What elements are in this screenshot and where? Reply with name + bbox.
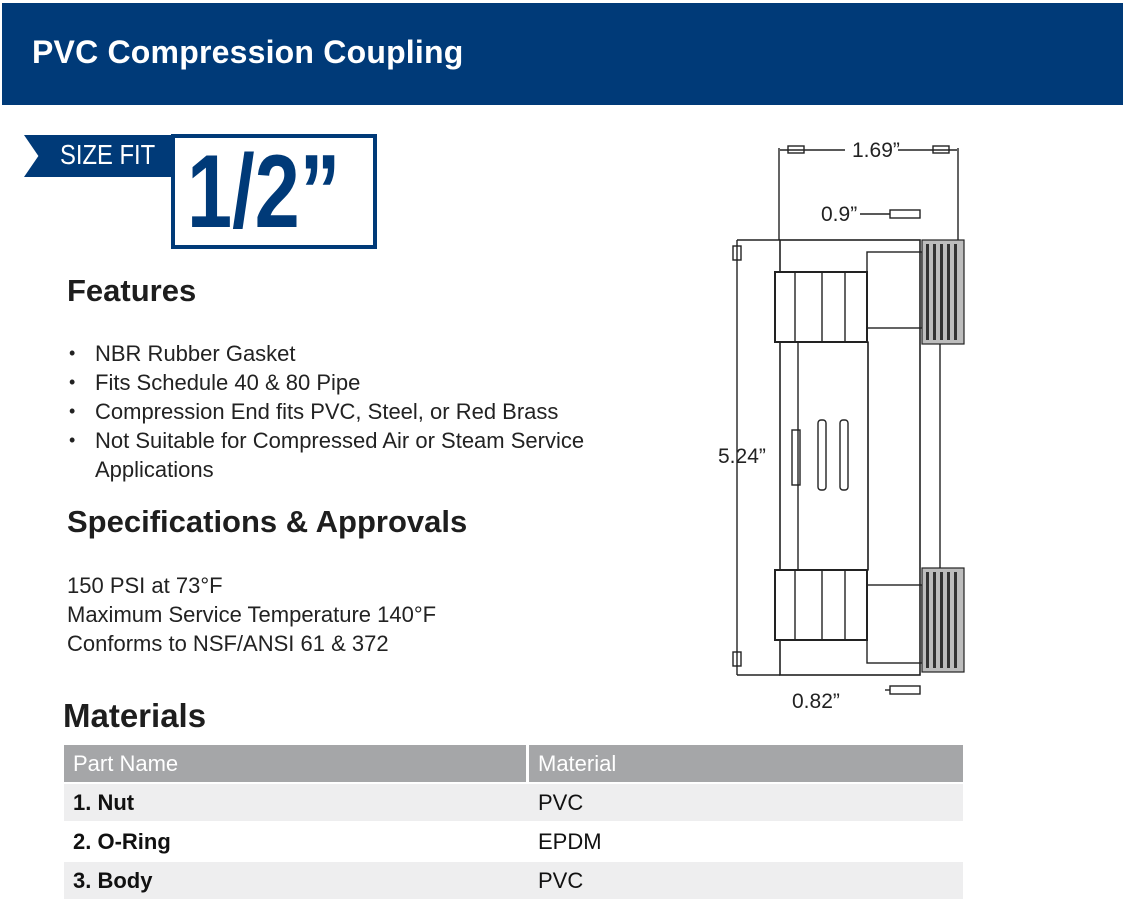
arrow-head	[787, 145, 805, 154]
arrow-head	[932, 145, 950, 154]
dimension-length: 5.24”	[718, 445, 766, 468]
size-fit-label: SIZE FIT	[60, 139, 156, 170]
material-cell: PVC	[538, 790, 584, 815]
size-fit-ribbon: SIZE FIT	[24, 135, 184, 177]
lower-nut	[774, 569, 868, 641]
coupling-dimension-diagram: 1.69” 0.9” 5.24” 0.82”	[718, 139, 965, 713]
feature-item: Fits Schedule 40 & 80 Pipe	[67, 368, 655, 397]
part-name-cell: 2. O-Ring	[73, 829, 171, 854]
feature-item: Compression End fits PVC, Steel, or Red …	[67, 397, 655, 426]
features-heading: Features	[67, 273, 197, 308]
column-header-part-name: Part Name	[64, 745, 526, 782]
knurled-grip-upper	[921, 239, 965, 345]
lower-end	[866, 584, 923, 664]
spec-line: Conforms to NSF/ANSI 61 & 372	[67, 631, 389, 656]
feature-item: Not Suitable for Compressed Air or Steam…	[67, 426, 655, 484]
arrow-head	[732, 245, 742, 261]
size-value: 1/2”	[187, 134, 341, 250]
arrow-head	[889, 685, 921, 695]
part-name-cell: 3. Body	[73, 868, 153, 893]
specifications-heading: Specifications & Approvals	[67, 504, 468, 539]
specifications-list: 150 PSI at 73°F Maximum Service Temperat…	[67, 571, 436, 658]
table-row: 2. O-Ring EPDM	[64, 823, 963, 860]
body-ridge	[791, 429, 801, 486]
header-banner: PVC Compression Coupling	[2, 3, 1123, 105]
material-cell: PVC	[538, 868, 584, 893]
materials-table-header: Part Name Material	[64, 745, 963, 782]
knurled-grip-lower	[921, 567, 965, 673]
page-title: PVC Compression Coupling	[32, 34, 464, 70]
upper-nut	[774, 271, 868, 343]
table-row: 1. Nut PVC	[64, 784, 963, 821]
arrow-head	[889, 209, 921, 219]
dimension-end-offset: 0.82”	[792, 690, 840, 713]
center-body	[797, 341, 869, 571]
upper-end	[866, 251, 923, 329]
dimension-nut-offset: 0.9”	[821, 203, 857, 226]
features-list: NBR Rubber Gasket Fits Schedule 40 & 80 …	[67, 339, 655, 484]
dimension-overall-width: 1.69”	[852, 139, 900, 162]
column-header-material: Material	[529, 745, 963, 782]
feature-item: NBR Rubber Gasket	[67, 339, 655, 368]
arrow-head	[732, 651, 742, 667]
size-value-box: 1/2”	[171, 134, 377, 249]
coupling-body-outline	[779, 239, 921, 676]
table-row: 3. Body PVC	[64, 862, 963, 899]
body-slot	[817, 419, 827, 491]
material-cell: EPDM	[538, 829, 602, 854]
body-slot	[839, 419, 849, 491]
spec-line: Maximum Service Temperature 140°F	[67, 602, 437, 627]
materials-heading: Materials	[63, 697, 207, 734]
spec-line: 150 PSI at 73°F	[67, 573, 223, 598]
part-name-cell: 1. Nut	[73, 790, 135, 815]
